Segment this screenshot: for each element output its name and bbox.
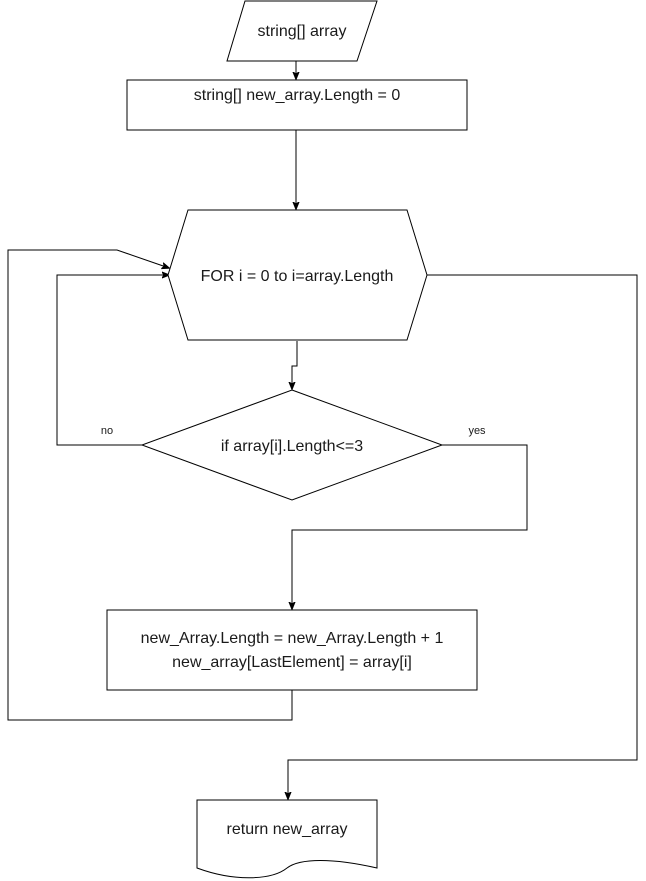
node-append: new_Array.Length = new_Array.Length + 1 …: [106, 609, 478, 691]
init-label: string[] new_array.Length = 0: [194, 87, 401, 104]
edge-condition-no-to-loop: [56, 275, 169, 446]
append-label-line1: new_Array.Length = new_Array.Length + 1: [141, 630, 444, 647]
input-label: string[] array: [258, 23, 347, 40]
node-loop: FOR i = 0 to i=array.Length: [167, 209, 428, 341]
node-condition: if array[i].Length<=3: [140, 389, 444, 501]
loop-hexagon: [167, 209, 428, 341]
edge-loop-to-output: [288, 274, 638, 799]
edge-loop-to-condition: [292, 341, 298, 389]
edge-label-no: no: [101, 425, 113, 437]
edge-condition-yes-to-append: [292, 444, 528, 609]
input-parallelogram: [226, 0, 378, 62]
node-output: return new_array: [196, 799, 378, 879]
node-input: string[] array: [226, 0, 378, 62]
condition-diamond: [140, 389, 444, 501]
edge-label-yes: yes: [468, 425, 486, 437]
output-document-shape: [196, 799, 378, 879]
edges: [7, 61, 638, 799]
node-init: string[] new_array.Length = 0: [126, 79, 468, 131]
output-label: return new_array: [227, 821, 348, 838]
init-rectangle: [126, 79, 468, 131]
append-rectangle: [106, 609, 478, 691]
append-label-line2: new_array[LastElement] = array[i]: [172, 654, 412, 671]
edge-append-to-loop: [7, 249, 293, 721]
loop-label: FOR i = 0 to i=array.Length: [201, 268, 394, 285]
condition-label: if array[i].Length<=3: [221, 438, 363, 455]
